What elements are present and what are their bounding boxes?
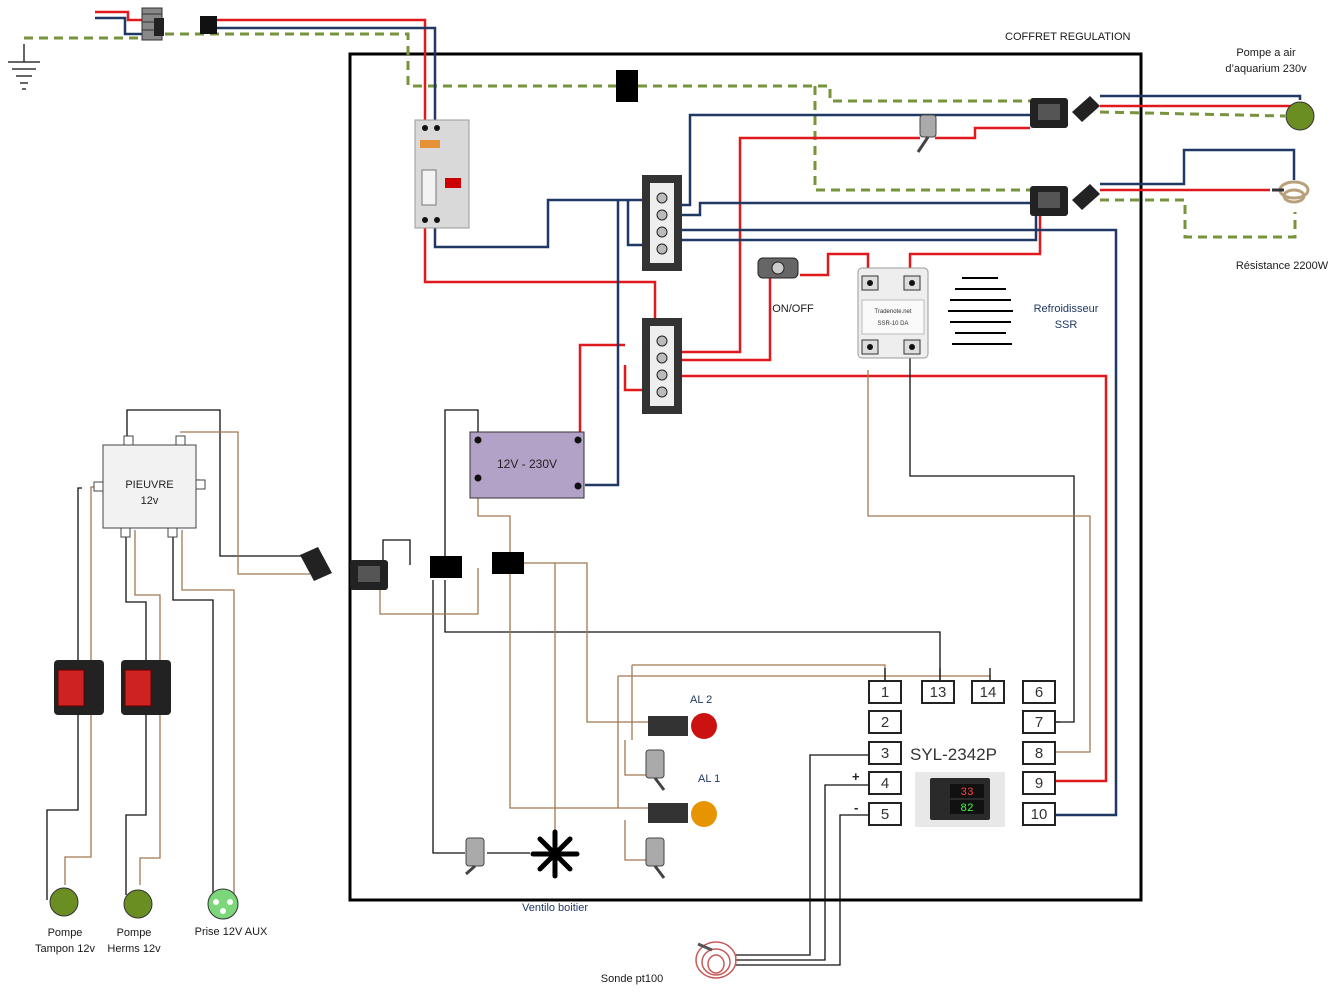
terminal-1: 1 bbox=[868, 680, 902, 704]
octopus-label-2: 12v bbox=[140, 495, 159, 507]
display-top: 33 bbox=[960, 787, 973, 799]
pump-switch-icon bbox=[916, 114, 937, 153]
alarm-lamp-al2 bbox=[648, 713, 717, 739]
junction-block-2 bbox=[492, 552, 524, 574]
terminal-strip-upper bbox=[642, 175, 682, 271]
pump-tampon-label-1: Pompe bbox=[47, 927, 83, 939]
earth-wires bbox=[24, 32, 1297, 239]
iec-socket-heater bbox=[1030, 184, 1100, 216]
al1-label: AL 1 bbox=[698, 773, 721, 785]
inline-connector bbox=[200, 16, 217, 34]
rocker-switch-tampon bbox=[54, 660, 104, 715]
fan-label: Ventilo boitier bbox=[521, 902, 589, 914]
terminal-8: 8 bbox=[1022, 741, 1056, 765]
heatsink-icon bbox=[948, 277, 1013, 345]
ssr-cooler-label-2: SSR bbox=[1054, 319, 1078, 331]
al2-label: AL 2 bbox=[690, 694, 713, 706]
aux-socket-label: Prise 12V AUX bbox=[194, 926, 268, 938]
terminal-strip-lower bbox=[642, 318, 682, 414]
aux-socket-icon bbox=[207, 888, 239, 920]
terminal-6: 6 bbox=[1022, 680, 1056, 704]
pump-tampon-icon bbox=[49, 887, 79, 917]
fan-icon bbox=[530, 829, 580, 879]
pump-herms-icon bbox=[123, 889, 153, 919]
on-off-switch-icon bbox=[757, 257, 799, 279]
minus-sign: - bbox=[854, 800, 859, 815]
power-supply bbox=[469, 431, 585, 499]
ssr-cooler-label-1: Refroidisseur bbox=[1033, 303, 1099, 315]
probe-wires bbox=[735, 754, 870, 966]
terminal-13: 13 bbox=[921, 680, 955, 704]
air-pump-label-1: Pompe a air bbox=[1236, 47, 1296, 59]
air-pump-label-2: d’aquarium 230v bbox=[1225, 63, 1307, 75]
circuit-breaker bbox=[414, 119, 470, 229]
terminal-3: 3 bbox=[868, 741, 902, 765]
iec-socket-inlet bbox=[300, 547, 388, 590]
heater-element-icon bbox=[1272, 180, 1310, 204]
pt100-probe-icon bbox=[695, 941, 737, 979]
toggle-switch-al1 bbox=[645, 837, 666, 879]
iec-socket-air-pump bbox=[1030, 96, 1100, 128]
ssr-model: SSR-10 DA bbox=[877, 321, 908, 327]
earth-ground-icon bbox=[8, 44, 40, 90]
probe-label: Sonde pt100 bbox=[600, 973, 664, 985]
controller-photo: 33 82 bbox=[915, 772, 1005, 827]
terminal-4: 4 bbox=[868, 771, 902, 795]
toggle-switch-al2 bbox=[645, 749, 666, 791]
heater-label: Résistance 2200W bbox=[1235, 260, 1329, 272]
alarm-lamp-al1 bbox=[648, 801, 717, 827]
enclosure-box bbox=[348, 52, 1143, 902]
terminal-9: 9 bbox=[1022, 771, 1056, 795]
terminal-7: 7 bbox=[1022, 710, 1056, 734]
earth-junction bbox=[616, 70, 638, 102]
fan-switch-icon bbox=[465, 837, 485, 876]
terminal-2: 2 bbox=[868, 710, 902, 734]
mains-plug-icon bbox=[141, 7, 164, 41]
psu-label: 12V - 230V bbox=[496, 457, 558, 471]
air-pump-icon bbox=[1285, 101, 1315, 131]
ssr-relay: Tradenote.net SSR-10 DA bbox=[857, 267, 929, 359]
plus-sign: + bbox=[852, 769, 860, 784]
enclosure-title: COFFRET REGULATION bbox=[1005, 31, 1131, 43]
octopus-label-1: PIEUVRE bbox=[125, 479, 174, 491]
ssr-brand: Tradenote.net bbox=[874, 309, 911, 315]
pump-herms-label-1: Pompe bbox=[116, 927, 152, 939]
junction-block-1 bbox=[430, 556, 462, 578]
pump-tampon-label-2: Tampon 12v bbox=[35, 943, 95, 955]
terminal-10: 10 bbox=[1022, 802, 1056, 826]
terminal-5: 5 bbox=[868, 802, 902, 826]
terminal-14: 14 bbox=[971, 680, 1005, 704]
controller-model: SYL-2342P bbox=[910, 745, 997, 764]
octopus-splitter bbox=[93, 435, 206, 538]
display-bottom: 82 bbox=[960, 803, 973, 815]
signal-wires-black bbox=[46, 358, 1075, 900]
rocker-switch-herms bbox=[121, 660, 171, 715]
pump-herms-label-2: Herms 12v bbox=[107, 943, 161, 955]
on-off-label: ON/OFF bbox=[772, 303, 814, 315]
